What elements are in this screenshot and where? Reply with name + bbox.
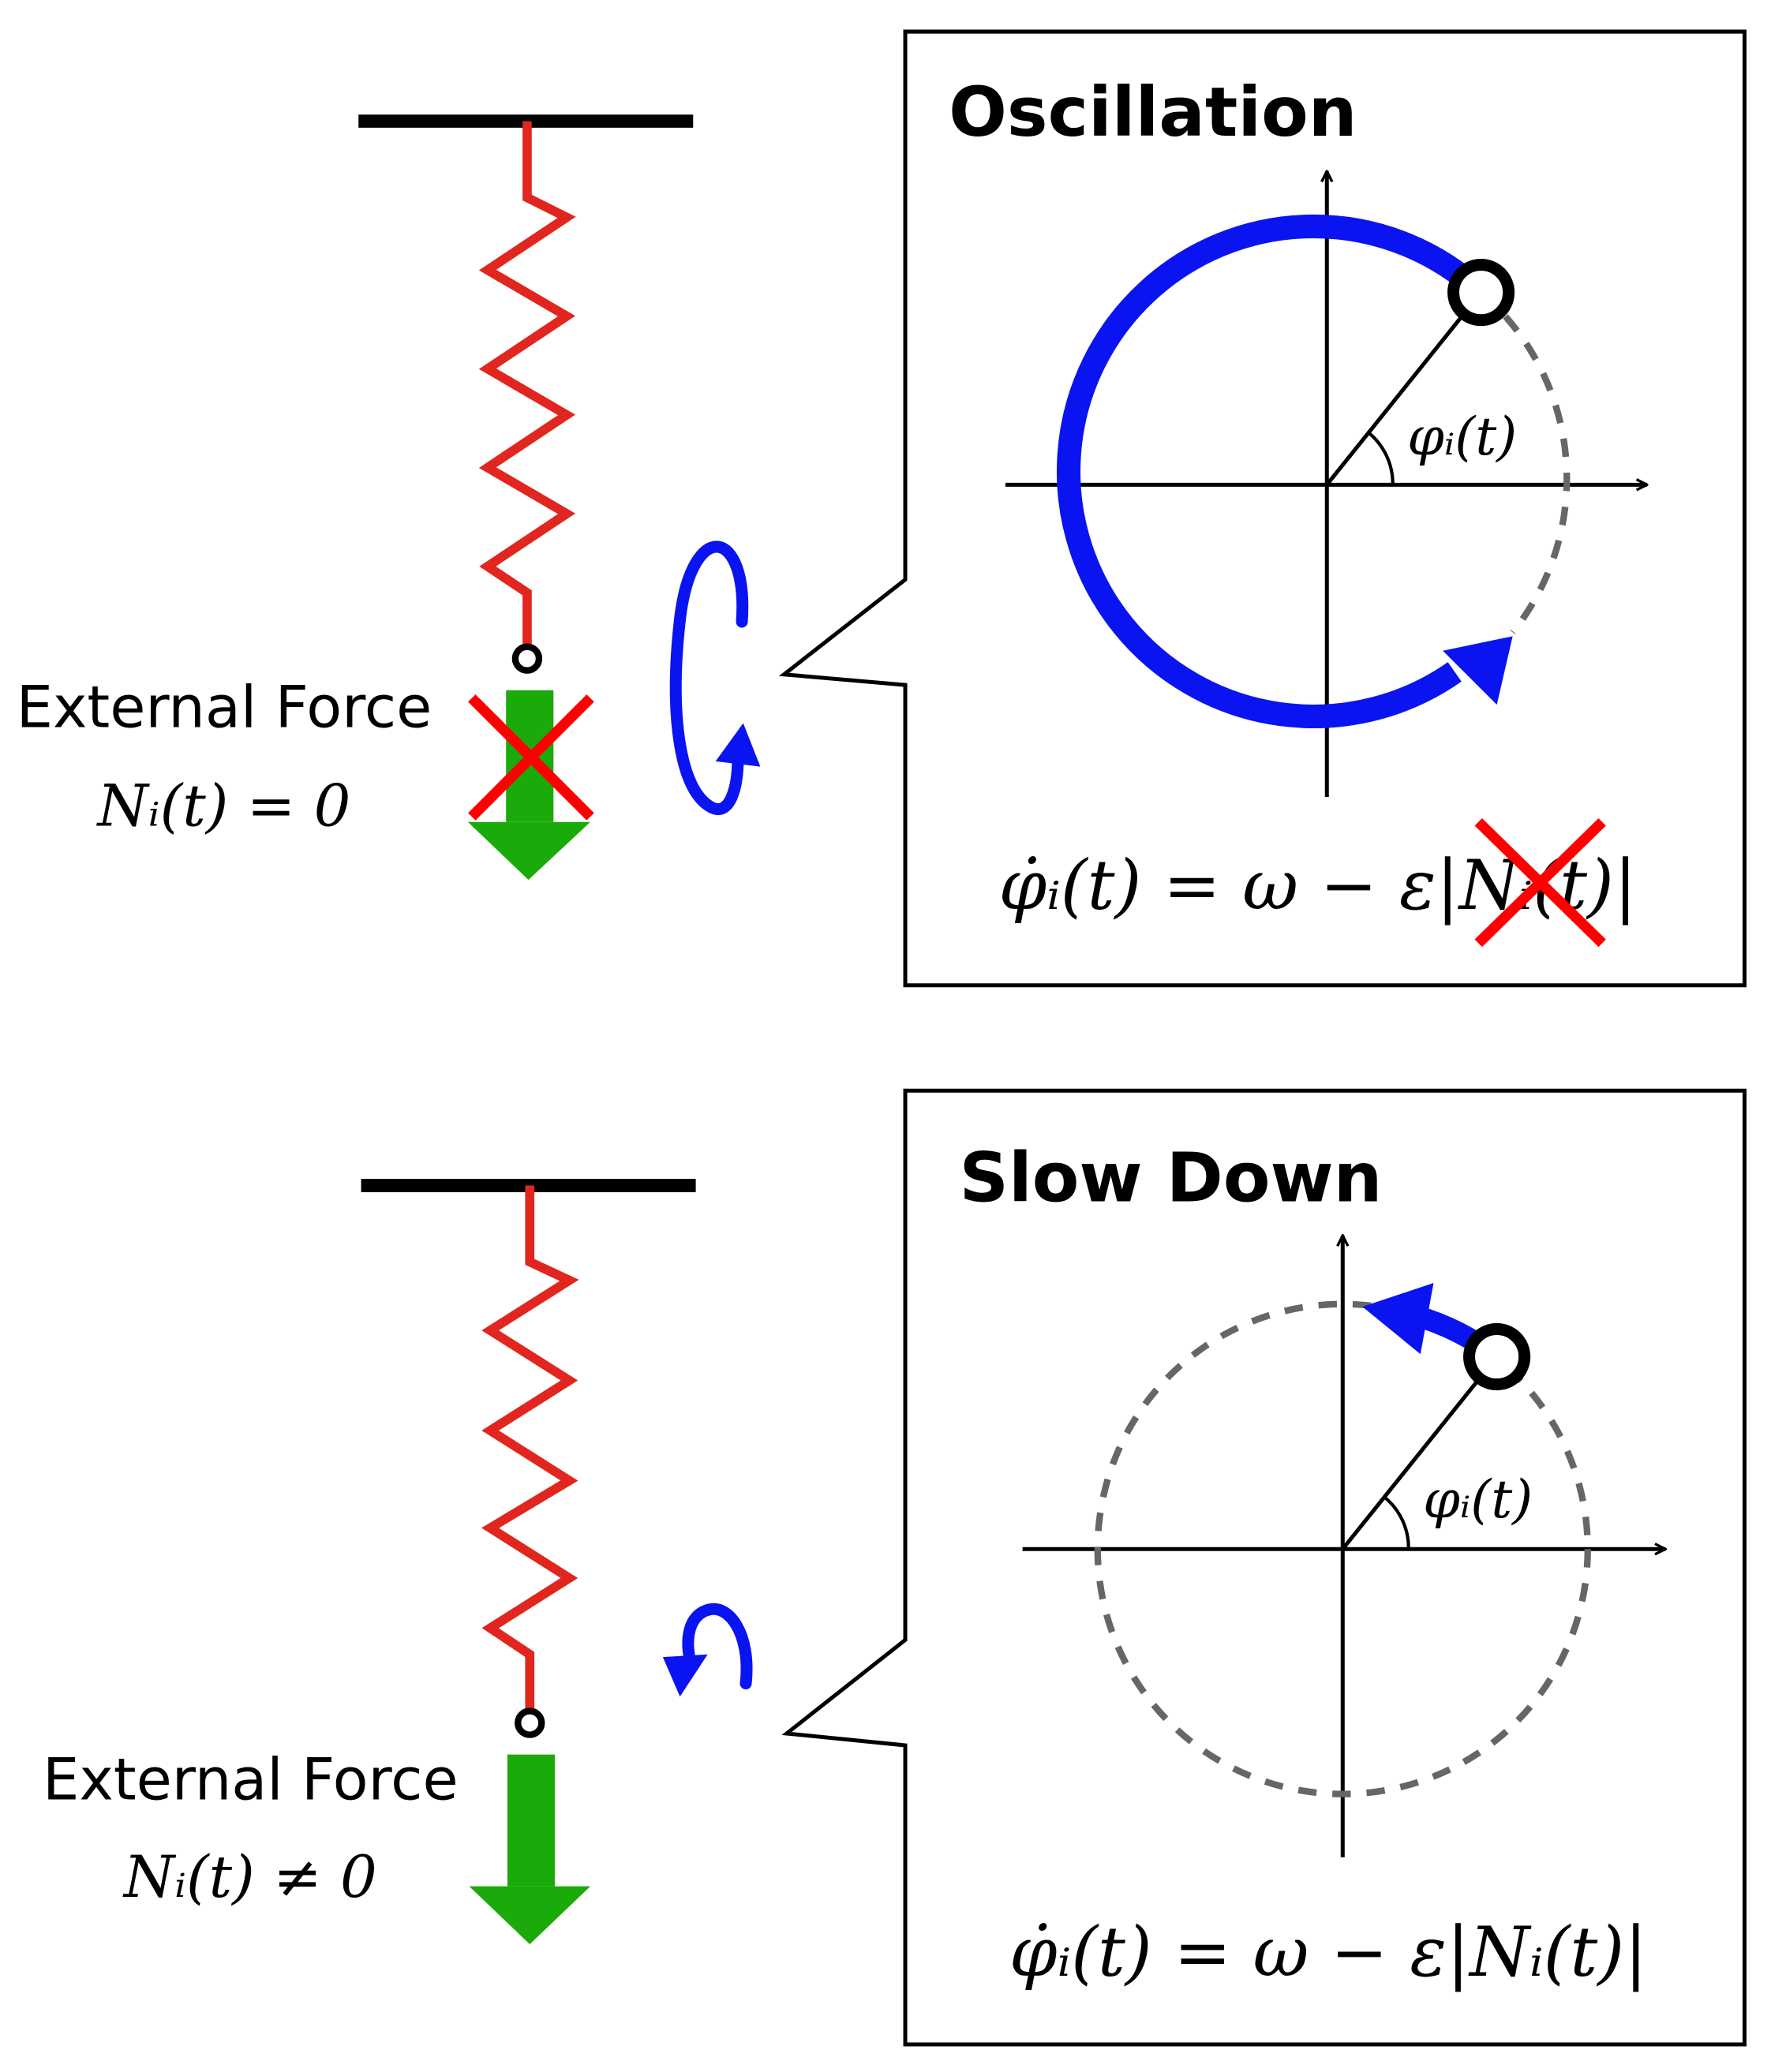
rotation-icon bbox=[662, 1603, 753, 1697]
spring-hook bbox=[515, 1707, 545, 1738]
cross-icon bbox=[468, 694, 594, 821]
force-label: External Force bbox=[17, 675, 432, 742]
force-label: External Force bbox=[43, 1746, 459, 1813]
angle-arc bbox=[1382, 1494, 1410, 1550]
rotation-arrowhead bbox=[1443, 636, 1513, 705]
angle-label: φᵢ(t) bbox=[1407, 406, 1517, 467]
force-arrow bbox=[469, 1754, 591, 1945]
equation-cross-icon bbox=[1474, 817, 1606, 948]
radius-line bbox=[1341, 1355, 1499, 1550]
angle-label: φᵢ(t) bbox=[1423, 1468, 1533, 1530]
box-title: Slow Down bbox=[959, 1139, 1382, 1218]
spring bbox=[481, 1185, 579, 1710]
force-condition: Nᵢ(t) = 0 bbox=[96, 773, 351, 840]
radius-line bbox=[1325, 291, 1483, 486]
force-condition: Nᵢ(t) ≠ 0 bbox=[122, 1844, 377, 1911]
rotation-path bbox=[1057, 214, 1489, 728]
dashed-circle bbox=[1094, 1300, 1591, 1797]
phase-equation: φ̇ᵢ(t) = ω − ε|Nᵢ(t)| bbox=[1009, 1913, 1648, 1992]
bottom-panel: External Force Nᵢ(t) ≠ 0 Slow Down φᵢ(t)… bbox=[43, 1088, 1747, 2047]
phase-point bbox=[1447, 259, 1515, 327]
callout-box bbox=[781, 1088, 1747, 2047]
phase-point bbox=[1463, 1322, 1531, 1391]
callout-box bbox=[778, 29, 1747, 988]
top-panel: External Force Nᵢ(t) = 0 Oscillation φᵢ(… bbox=[17, 29, 1747, 988]
box-title: Oscillation bbox=[949, 73, 1357, 152]
rotation-arrowhead bbox=[1362, 1283, 1434, 1355]
phase-plot: φᵢ(t) bbox=[1005, 171, 1647, 797]
rotation-icon bbox=[669, 540, 761, 815]
angle-arc bbox=[1366, 430, 1395, 485]
phase-plot: φᵢ(t) bbox=[1022, 1236, 1666, 1857]
spring bbox=[478, 121, 576, 646]
spring-hook bbox=[511, 643, 543, 674]
dashed-circle-arc bbox=[1478, 290, 1571, 634]
